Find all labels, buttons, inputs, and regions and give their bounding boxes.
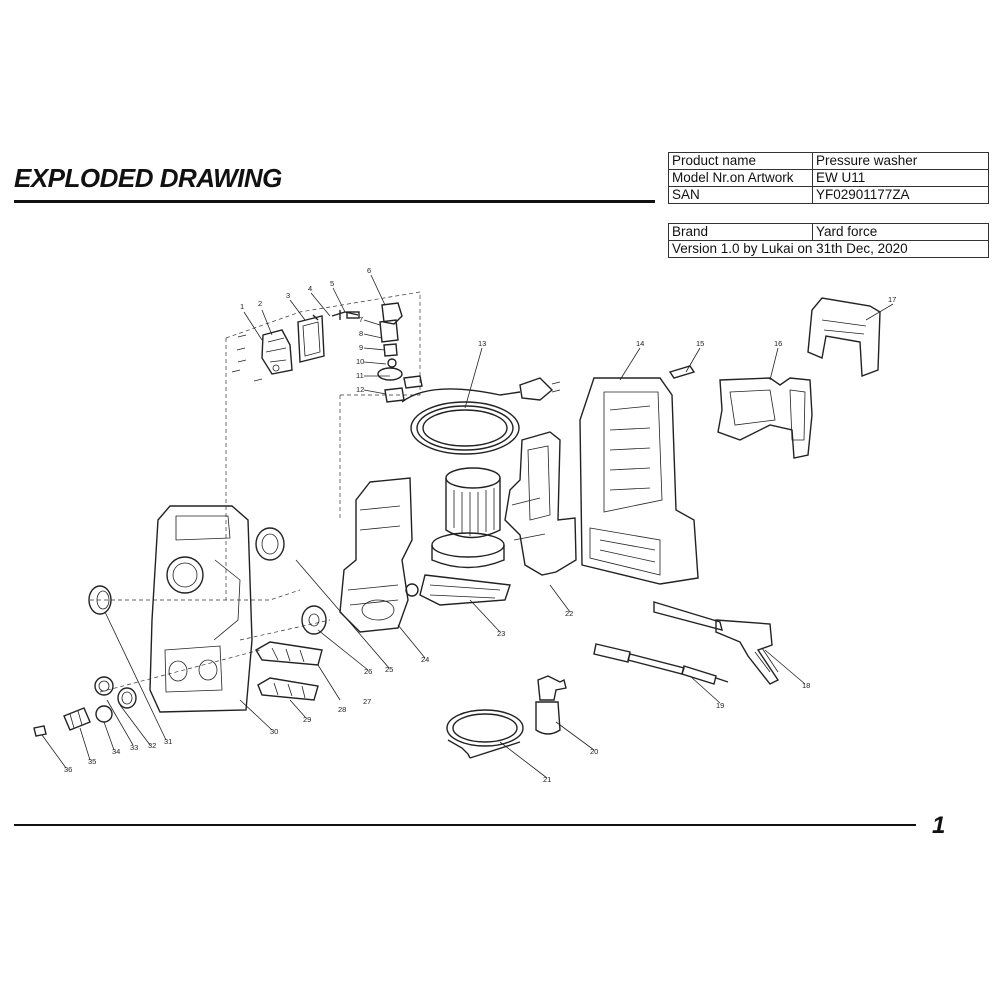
switch-parts	[377, 302, 423, 403]
callout-5: 5	[330, 279, 334, 288]
callout-12: 12	[356, 385, 364, 394]
callout-labels: 1 2 3 4 5 6 7 8 9 10 11 12 13 14 15 16 1…	[64, 266, 896, 784]
callout-29: 29	[303, 715, 311, 724]
callout-35: 35	[88, 757, 96, 766]
callout-26: 26	[364, 667, 372, 676]
callout-30: 30	[270, 727, 278, 736]
power-cord	[401, 377, 561, 455]
product-name-value: Pressure washer	[812, 152, 989, 170]
cap-part	[88, 585, 112, 615]
page-title: EXPLODED DRAWING	[14, 163, 282, 193]
callout-9: 9	[359, 343, 363, 352]
brand-info-table: Brand Yard force Version 1.0 by Lukai on…	[668, 223, 989, 258]
callout-25: 25	[385, 665, 393, 674]
callout-7: 7	[359, 315, 363, 324]
callout-19: 19	[716, 701, 724, 710]
motor-pump	[405, 467, 511, 606]
san-value: YF02901177ZA	[812, 186, 989, 204]
callout-36: 36	[64, 765, 72, 774]
lance	[593, 643, 729, 685]
page-number: 1	[932, 812, 946, 839]
callout-31: 31	[164, 737, 172, 746]
motor-casing	[339, 477, 413, 633]
bracket-part	[668, 365, 696, 379]
title-underline	[14, 200, 655, 203]
callout-33: 33	[130, 743, 138, 752]
version-note: Version 1.0 by Lukai on 31th Dec, 2020	[668, 240, 989, 258]
callout-27: 27	[363, 697, 371, 706]
rear-housing	[579, 377, 699, 585]
footer-rule	[14, 824, 916, 826]
front-housing	[149, 505, 253, 713]
callout-20: 20	[590, 747, 598, 756]
callout-11: 11	[356, 371, 364, 380]
callout-17: 17	[888, 295, 896, 304]
callout-18: 18	[802, 681, 810, 690]
table-row: SAN YF02901177ZA	[668, 186, 989, 204]
callout-6: 6	[367, 266, 371, 275]
valve-head-parts	[231, 310, 360, 382]
spray-gun	[653, 601, 780, 685]
callout-34: 34	[112, 747, 120, 756]
table-row: Product name Pressure washer	[668, 152, 989, 170]
callout-2: 2	[258, 299, 262, 308]
detergent-bottle	[535, 675, 567, 735]
top-handle	[807, 297, 881, 377]
callout-32: 32	[148, 741, 156, 750]
callout-15: 15	[696, 339, 704, 348]
callout-16: 16	[774, 339, 782, 348]
callout-22: 22	[565, 609, 573, 618]
callout-8: 8	[359, 329, 363, 338]
callout-10: 10	[356, 357, 364, 366]
callout-21: 21	[543, 775, 551, 784]
table-row: Brand Yard force	[668, 223, 989, 241]
callout-13: 13	[478, 339, 486, 348]
callout-24: 24	[421, 655, 429, 664]
callout-1: 1	[240, 302, 244, 311]
callout-3: 3	[286, 291, 290, 300]
callout-4: 4	[308, 284, 312, 293]
callout-14: 14	[636, 339, 644, 348]
callout-28: 28	[338, 705, 346, 714]
pressure-discs	[255, 527, 327, 635]
san-label: SAN	[668, 186, 813, 204]
accessory-trays	[255, 641, 323, 701]
leader-lines	[41, 274, 894, 779]
product-info-table: Product name Pressure washer Model Nr.on…	[668, 152, 989, 204]
assembly-guides	[90, 291, 421, 693]
fittings	[33, 676, 137, 737]
hose	[446, 709, 524, 759]
callout-23: 23	[497, 629, 505, 638]
inner-frame	[504, 431, 577, 576]
table-row: Version 1.0 by Lukai on 31th Dec, 2020	[668, 240, 989, 258]
handle-bracket	[717, 377, 813, 459]
